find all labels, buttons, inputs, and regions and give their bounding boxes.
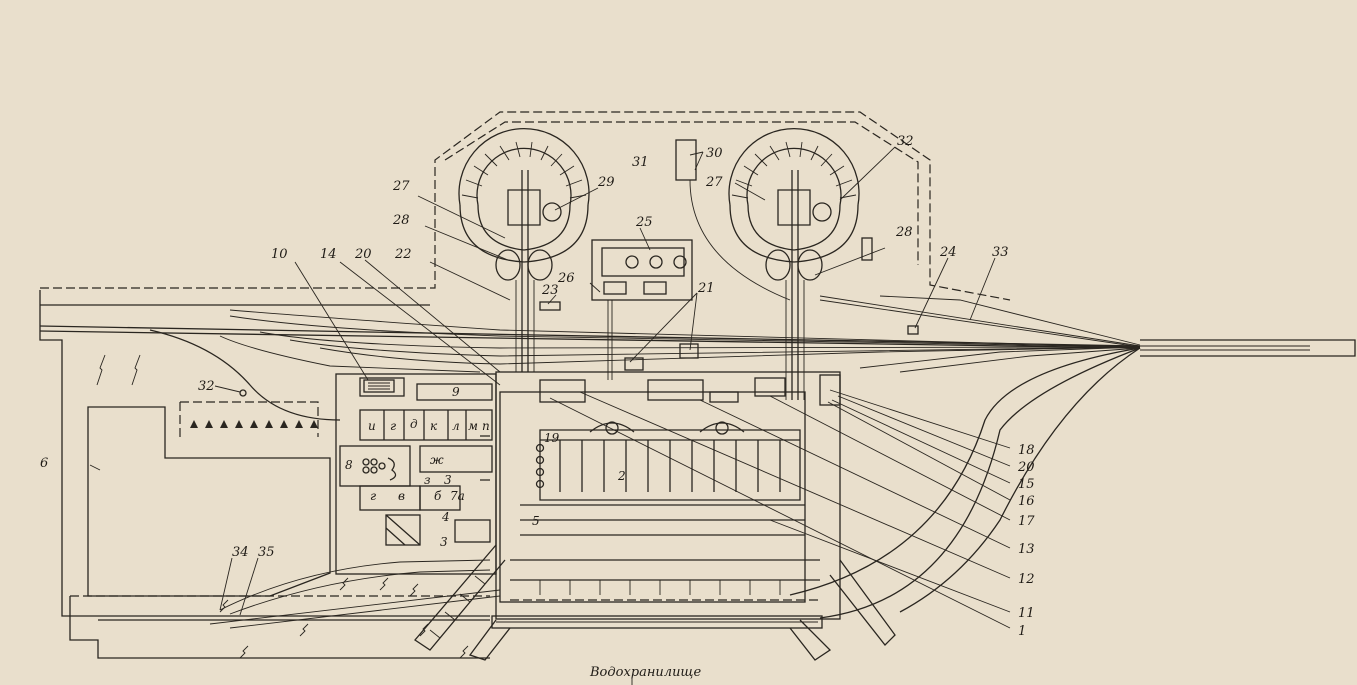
callout-24: 24: [939, 245, 957, 260]
room-letter-m: м: [468, 419, 478, 433]
room-letter-i: и: [368, 419, 376, 433]
callout-11: 11: [1018, 606, 1035, 621]
callout-5: 5: [532, 514, 540, 528]
equipment-marks: [362, 379, 397, 481]
callout-31: 31: [632, 155, 649, 170]
surge-tank-right: [728, 127, 860, 400]
auxiliary-buildings: [335, 373, 497, 575]
room-letter-l: л: [452, 419, 460, 433]
callout-29: 29: [597, 175, 615, 190]
room-letter-b: б: [434, 489, 442, 503]
callout-21: 21: [697, 281, 715, 296]
callout-19: 19: [544, 431, 560, 445]
site-boundary: [39, 111, 1011, 617]
callout-30: 30: [706, 146, 723, 161]
switchyard: [539, 139, 919, 380]
callout-9: 9: [452, 385, 460, 399]
callout-28-left: 28: [392, 213, 410, 228]
callout-7a: 7а: [450, 489, 465, 503]
callout-4: 4: [441, 510, 450, 524]
callout-28-right: 28: [895, 225, 913, 240]
callout-3-lower: 3: [440, 535, 448, 549]
room-letter-g2: г: [370, 489, 376, 503]
room-letter-zh: ж: [430, 453, 444, 467]
railway-tracks: [39, 295, 1356, 619]
left-area: [87, 354, 331, 597]
callout-3: 3: [444, 473, 452, 487]
leader-lines: [89, 146, 1011, 629]
building-letters: и г д к л м п ж з г в б: [368, 417, 490, 503]
room-letter-p: п: [482, 419, 490, 433]
callout-13: 13: [1018, 542, 1035, 557]
callout-1: 1: [1018, 624, 1026, 639]
callout-12: 12: [1018, 572, 1035, 587]
callout-2: 2: [617, 469, 626, 483]
callout-labels: 10 14 20 22 27 28 29 31 30 32 27 25 28 2…: [40, 134, 1035, 639]
callout-8: 8: [345, 458, 353, 472]
callout-33: 33: [992, 245, 1009, 260]
callout-35: 35: [258, 545, 275, 560]
callout-27-right: 27: [705, 175, 723, 190]
room-letter-v: в: [398, 489, 405, 503]
room-letter-z: з: [424, 473, 431, 487]
callout-26: 26: [557, 271, 575, 286]
callout-18: 18: [1018, 443, 1035, 458]
callout-20-top: 20: [354, 247, 372, 262]
room-letter-g: г: [390, 419, 396, 433]
cable-lines: [69, 577, 501, 659]
callout-27-left: 27: [392, 179, 410, 194]
callout-25: 25: [635, 215, 653, 230]
callout-6: 6: [40, 456, 48, 471]
surge-tank-left: [458, 127, 590, 372]
callout-20-right: 20: [1017, 460, 1035, 475]
reservoir-caption: Водохранилище: [589, 665, 701, 680]
room-letter-k: к: [430, 419, 438, 433]
callout-15: 15: [1018, 477, 1035, 492]
callout-32-top: 32: [897, 134, 914, 149]
main-building: [491, 371, 841, 629]
callout-17: 17: [1018, 514, 1035, 529]
callout-16: 16: [1018, 494, 1035, 509]
callout-10: 10: [271, 247, 288, 262]
callout-22: 22: [394, 247, 412, 262]
room-letter-d: д: [410, 417, 418, 431]
callout-32-left: 32: [198, 379, 215, 394]
callout-14: 14: [320, 247, 337, 262]
callout-23: 23: [541, 283, 559, 298]
callout-34: 34: [232, 545, 249, 560]
